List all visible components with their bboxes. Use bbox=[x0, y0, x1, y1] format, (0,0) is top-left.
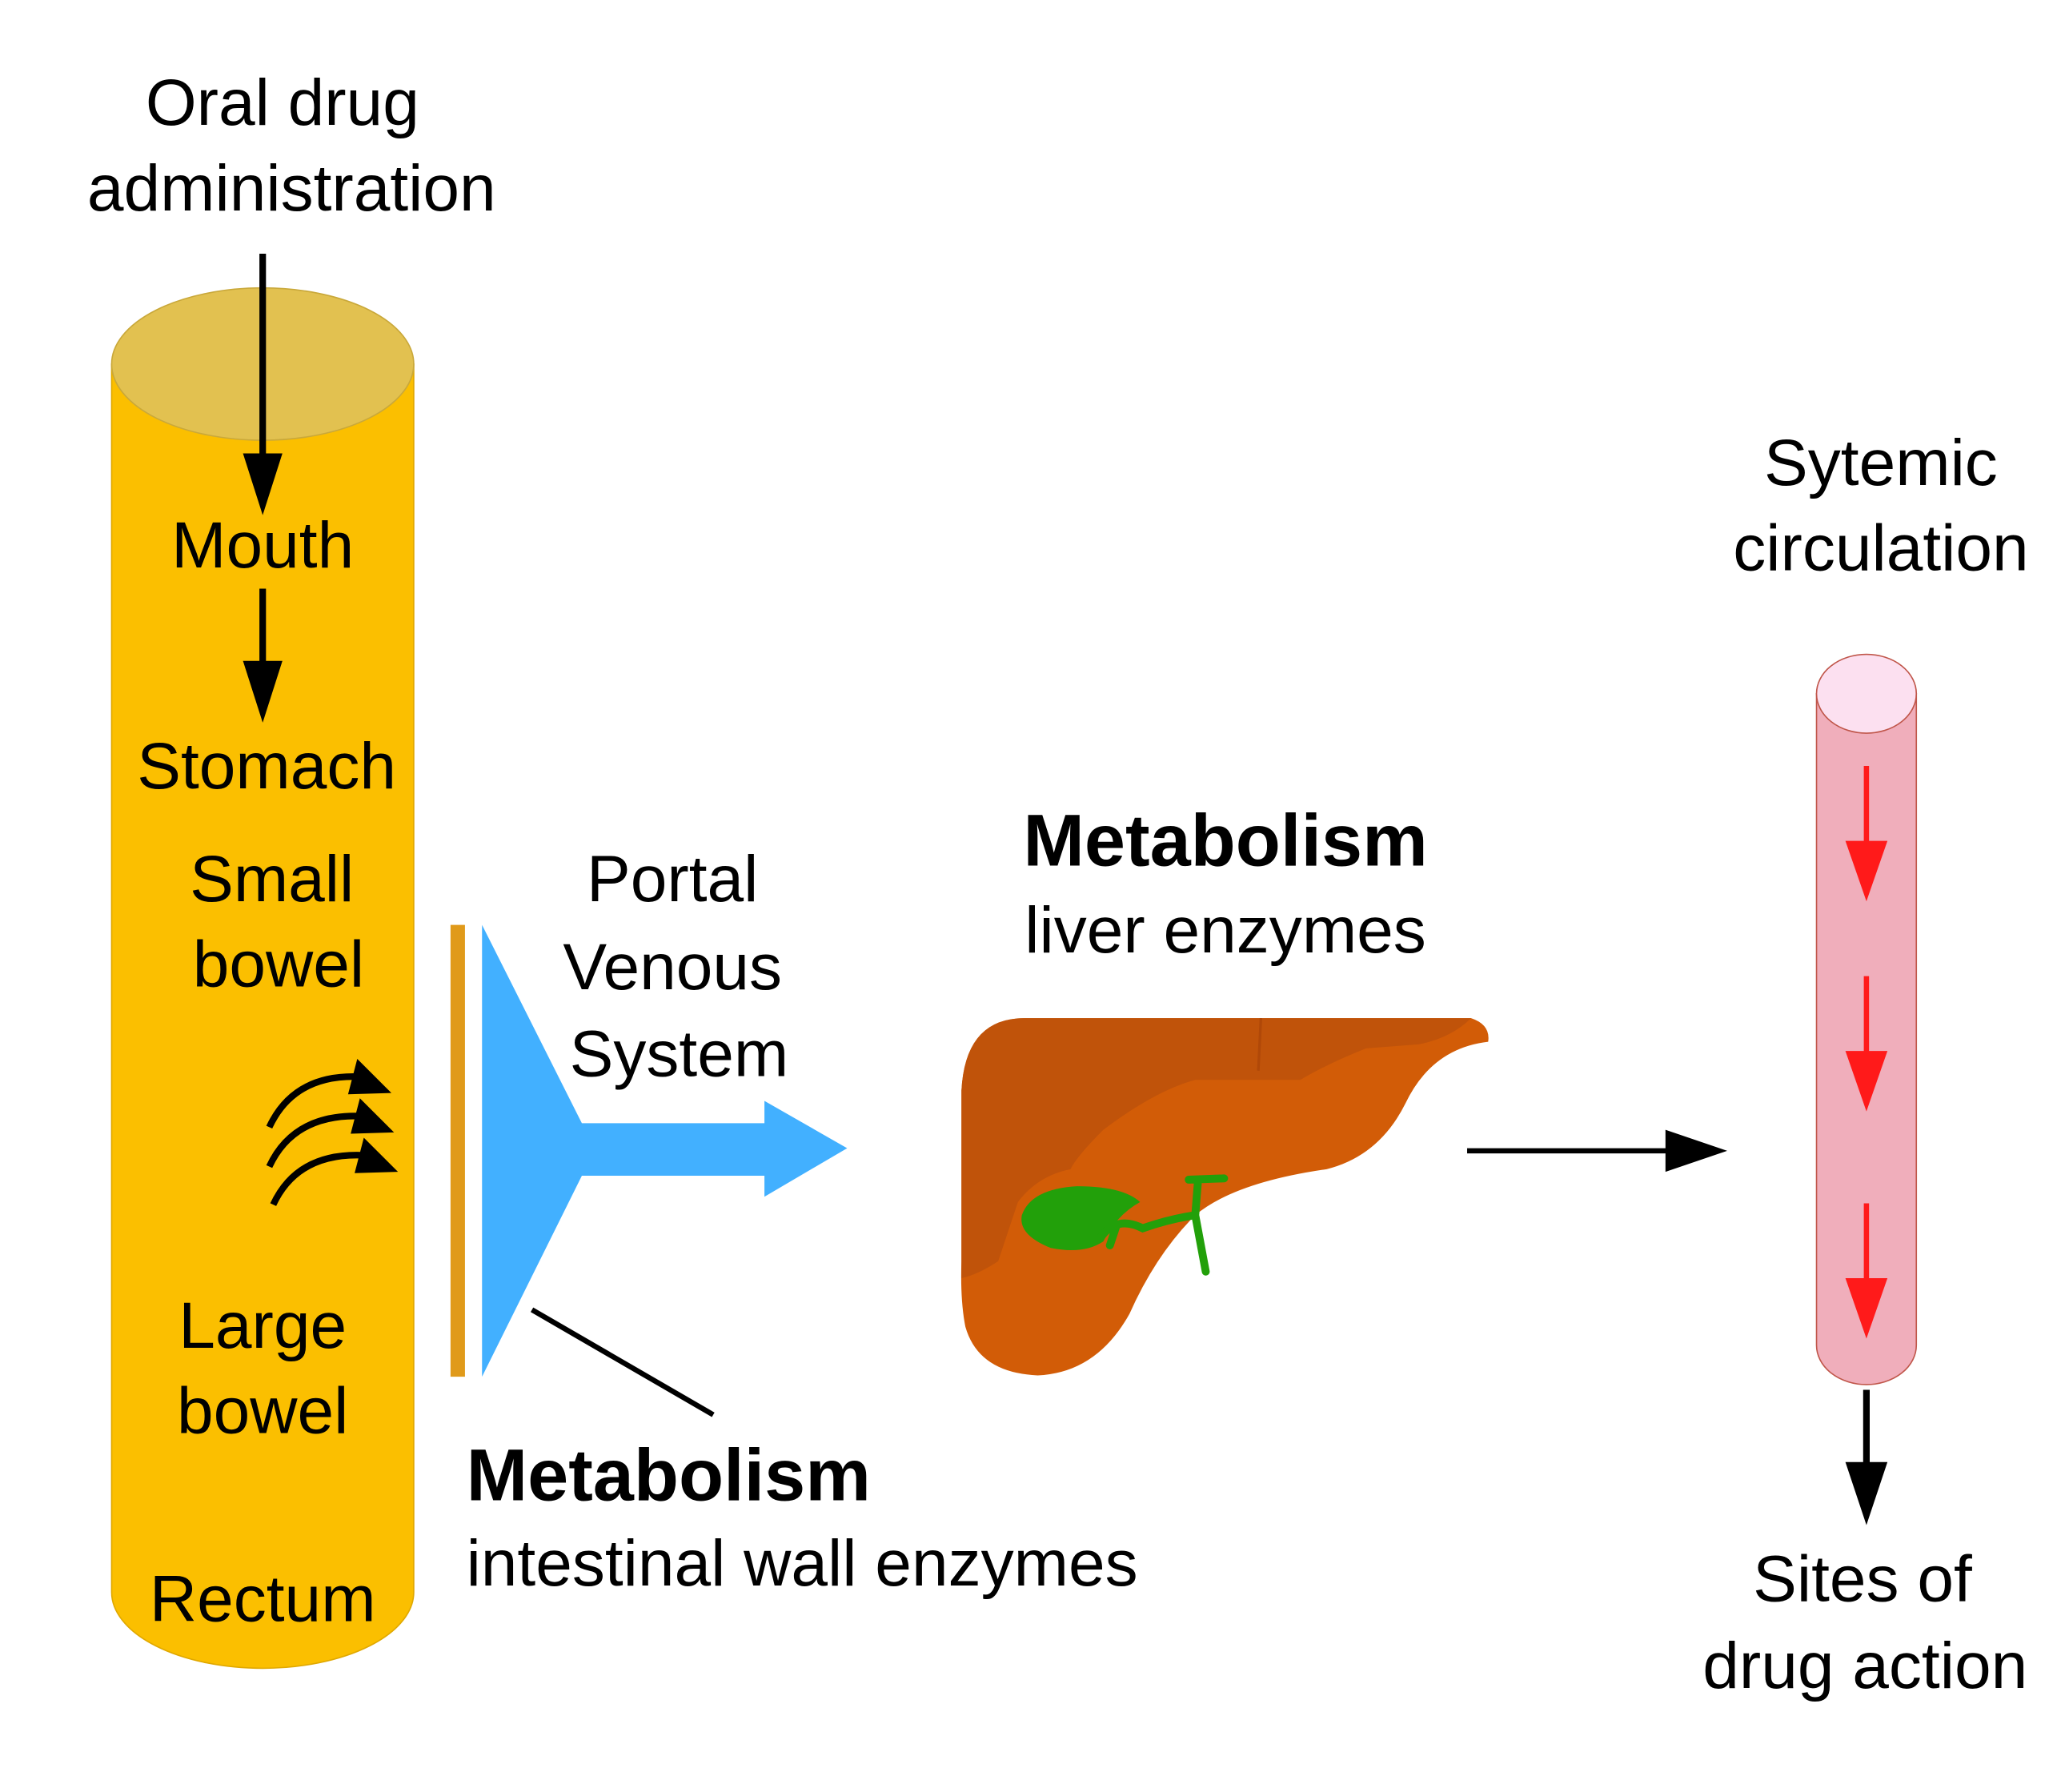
oral-label-line1: Oral drug bbox=[146, 66, 419, 139]
large-bowel-label-line2: bowel bbox=[177, 1375, 348, 1448]
blood-flow-arrows bbox=[1845, 766, 1888, 1339]
absorption-arrows bbox=[266, 1058, 399, 1206]
portal-funnel-arrow bbox=[482, 924, 848, 1377]
intestinal-metabolism-subtitle: intestinal wall enzymes bbox=[467, 1527, 1138, 1600]
small-bowel-label-line1: Small bbox=[190, 843, 354, 916]
intestinal-metabolism-pointer bbox=[530, 1307, 715, 1417]
intestinal-wall-bar bbox=[450, 924, 465, 1377]
arrow-liver-to-circulation bbox=[1467, 1129, 1727, 1173]
intestinal-metabolism-title: Metabolism bbox=[467, 1434, 871, 1516]
sites-label-line2: drug action bbox=[1702, 1630, 2027, 1702]
small-bowel-label-line2: bowel bbox=[193, 928, 364, 1001]
oral-label-line2: administration bbox=[87, 152, 496, 225]
rectum-label: Rectum bbox=[150, 1562, 376, 1635]
mouth-label: Mouth bbox=[171, 509, 354, 582]
arrow-mouth-to-stomach bbox=[243, 588, 283, 723]
sites-label-line1: Sites of bbox=[1753, 1543, 1972, 1616]
liver-illustration bbox=[960, 1018, 1489, 1376]
arrow-to-sites bbox=[1845, 1389, 1888, 1525]
systemic-label-line1: Sytemic bbox=[1764, 427, 1998, 499]
large-bowel-label-line1: Large bbox=[178, 1289, 347, 1362]
portal-label-line3: System bbox=[570, 1017, 789, 1090]
portal-label-line1: Portal bbox=[587, 843, 758, 916]
liver-metabolism-subtitle: liver enzymes bbox=[1024, 894, 1426, 967]
liver-metabolism-title: Metabolism bbox=[1023, 800, 1427, 882]
systemic-label-line2: circulation bbox=[1733, 512, 2028, 585]
portal-label-line2: Venous bbox=[563, 931, 782, 1004]
stomach-label: Stomach bbox=[137, 730, 396, 803]
arrow-oral-to-mouth bbox=[243, 254, 283, 515]
